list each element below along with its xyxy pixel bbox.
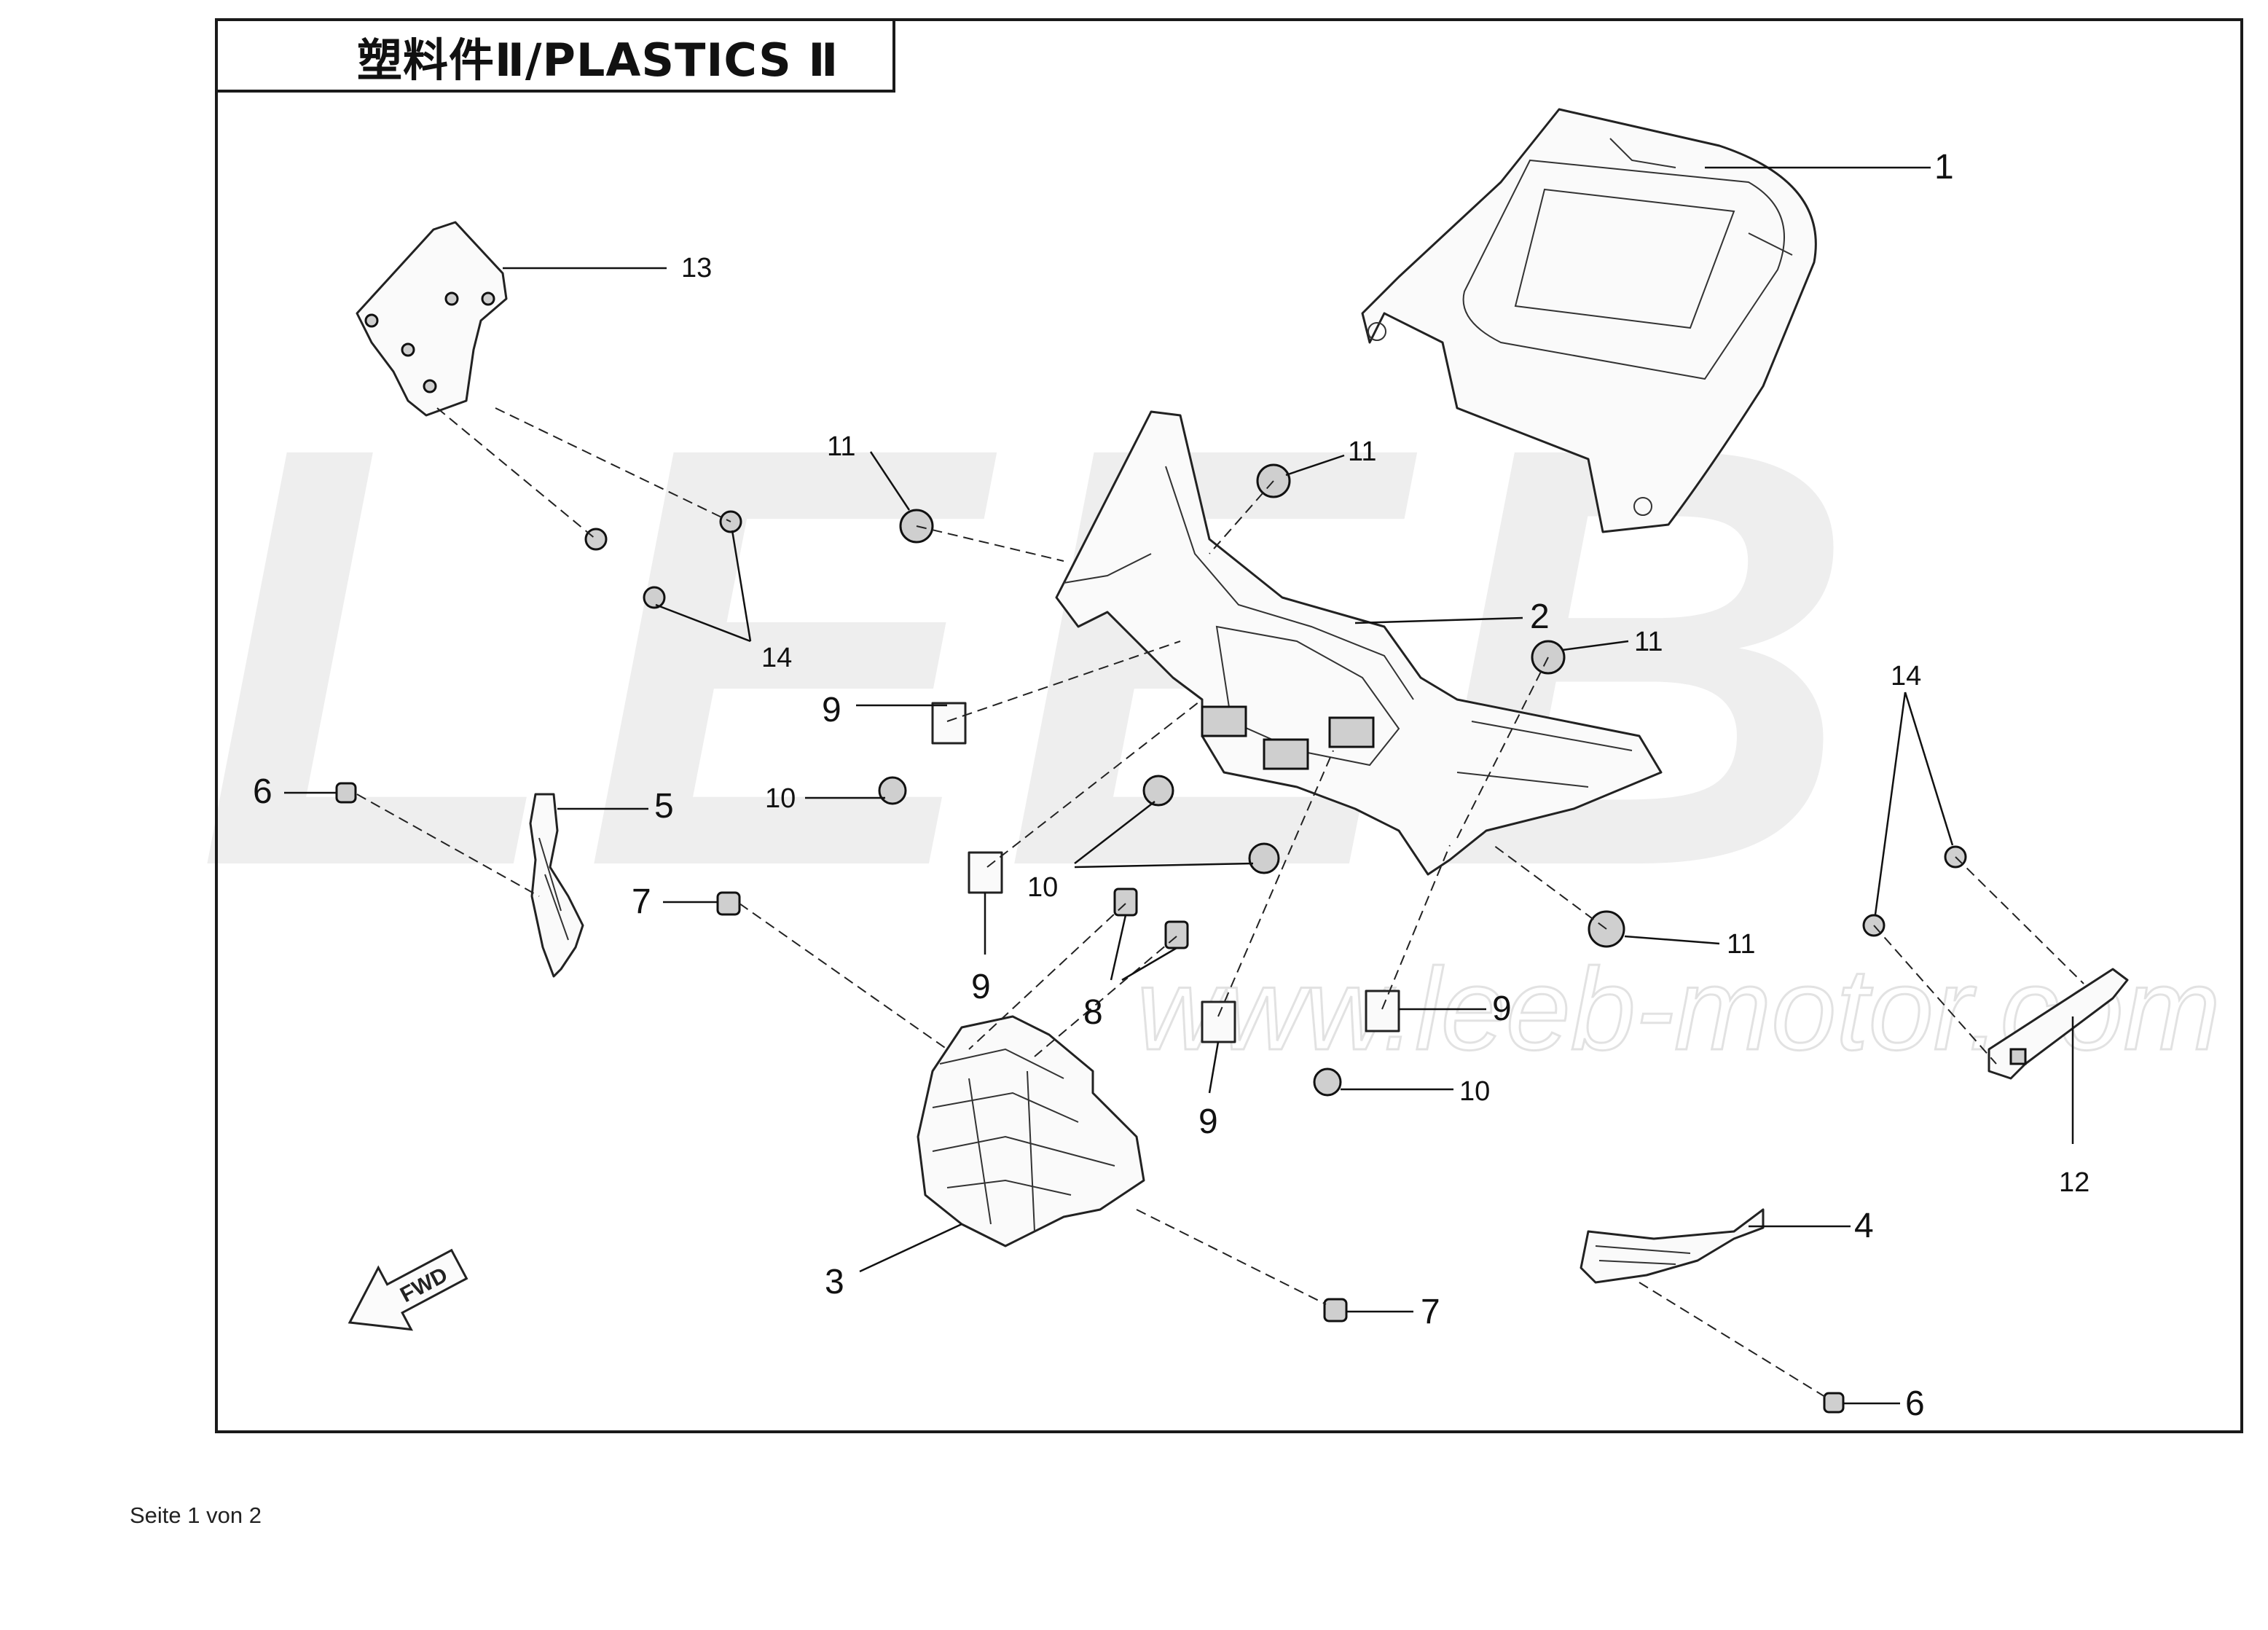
callout-11-a: 11 [827, 431, 855, 462]
callout-8: 8 [1083, 993, 1103, 1032]
callout-11-c: 11 [1634, 627, 1663, 657]
page-title: 塑料件Ⅱ/PLASTICS Ⅱ [357, 34, 839, 87]
callout-9-b: 9 [971, 968, 991, 1006]
callout-9-a: 9 [822, 691, 841, 729]
callout-9-c: 9 [1198, 1102, 1218, 1141]
assembly-lines [356, 407, 2084, 1400]
callout-2: 2 [1530, 597, 1550, 636]
callout-1: 1 [1934, 148, 1954, 187]
part-1-rear-cover [1361, 108, 1817, 533]
callout-13: 13 [681, 253, 712, 283]
part-12-bracket [1988, 968, 2129, 1080]
fwd-direction-arrow: FWD [348, 1248, 468, 1331]
leader-lines [284, 166, 2074, 1405]
callout-14-right: 14 [1891, 661, 1921, 691]
callout-7-left: 7 [632, 882, 651, 921]
callout-11-d: 11 [1727, 929, 1755, 960]
callouts: 1 2 3 4 5 6 6 7 7 8 9 9 9 9 10 10 10 11 … [253, 148, 2090, 1423]
title-box [215, 18, 895, 93]
callout-10-b: 10 [1027, 872, 1058, 903]
part-2-inner-panel [1055, 410, 1663, 876]
part-4-side-bracket [1580, 1208, 1765, 1284]
page-footer: Seite 1 von 2 [130, 1502, 262, 1528]
callout-10-c: 10 [1459, 1076, 1490, 1107]
callout-10-a: 10 [765, 783, 796, 814]
part-3-front-lower-panel [917, 1015, 1145, 1247]
part-13-mounting-plate [356, 221, 508, 417]
callout-5: 5 [654, 787, 674, 826]
callout-4: 4 [1854, 1207, 1874, 1245]
callout-12: 12 [2059, 1167, 2090, 1198]
callout-9-d: 9 [1492, 990, 1512, 1028]
callout-7-right: 7 [1421, 1293, 1440, 1331]
drawing-frame [215, 18, 2243, 1433]
callout-3: 3 [825, 1263, 844, 1301]
callout-14-left: 14 [761, 643, 792, 673]
callout-6-left: 6 [253, 772, 272, 811]
callout-6-right: 6 [1905, 1384, 1925, 1423]
part-5-side-trim [529, 793, 584, 978]
callout-11-b: 11 [1348, 436, 1376, 467]
